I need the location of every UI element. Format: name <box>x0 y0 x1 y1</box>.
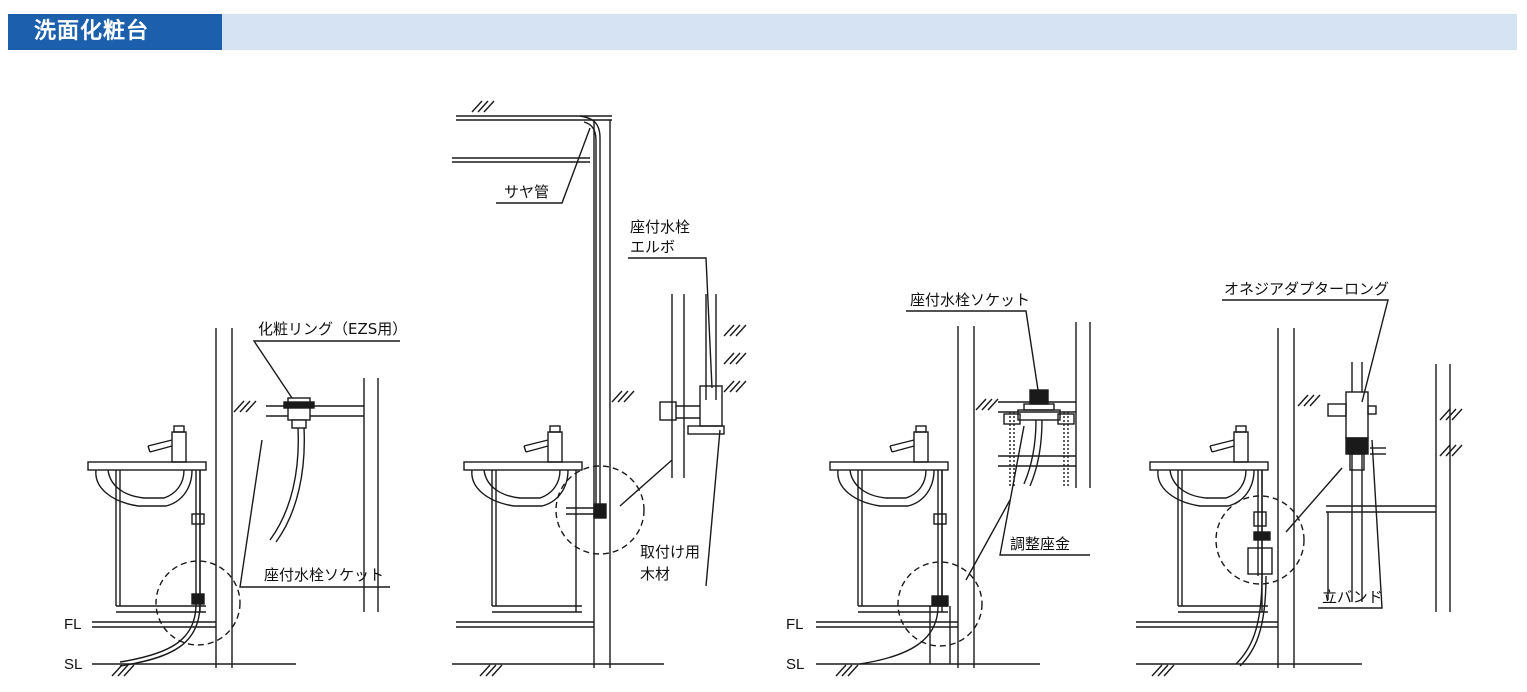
label-band: 立バンド <box>1322 588 1383 606</box>
label-wood-line1: 取付け用 <box>640 543 700 561</box>
label-sl-3: SL <box>786 656 804 673</box>
label-fl-3: FL <box>786 616 804 633</box>
label-washer: 調整座金 <box>1010 535 1070 553</box>
label-fl-1: FL <box>64 616 82 633</box>
section-title: 洗面化粧台 <box>34 19 150 44</box>
label-elbow-line2: エルボ <box>630 238 675 256</box>
label-sheath-pipe: サヤ管 <box>504 183 549 201</box>
section-header: 洗面化粧台 <box>8 14 1517 50</box>
section-header-tab: 洗面化粧台 <box>8 14 222 50</box>
diagram-1 <box>87 328 400 677</box>
diagram-2 <box>452 100 747 677</box>
label-adapter: オネジアダプターロング <box>1224 280 1389 298</box>
label-socket-1: 座付水栓ソケット <box>264 566 384 584</box>
label-cosmetic-ring: 化粧リング（EZS用） <box>258 320 407 338</box>
label-sl-1: SL <box>64 656 82 673</box>
diagram-3 <box>816 310 1091 677</box>
label-wood-line2: 木材 <box>640 565 670 583</box>
label-elbow-line1: 座付水栓 <box>630 218 690 236</box>
diagram-4 <box>1136 299 1463 677</box>
label-socket-3: 座付水栓ソケット <box>910 291 1030 309</box>
